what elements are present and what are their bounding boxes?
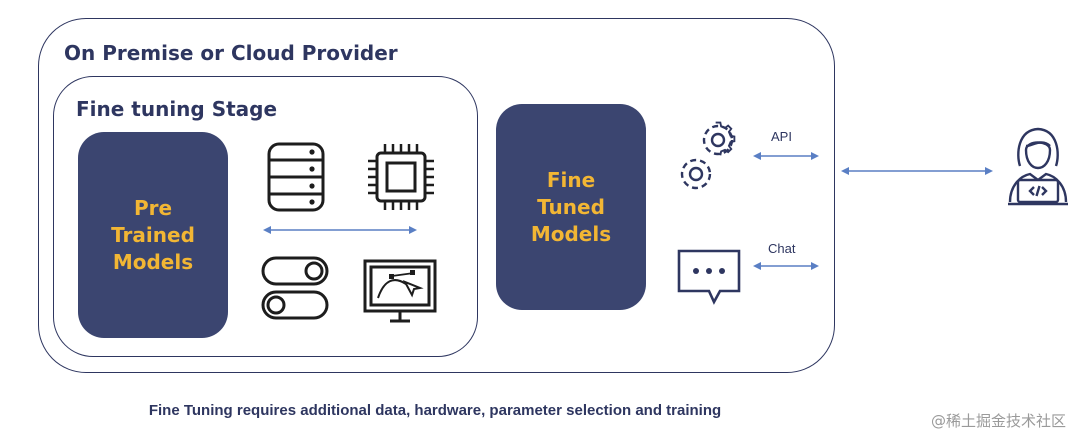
- cloud-provider-title: On Premise or Cloud Provider: [64, 41, 398, 65]
- gears-icon: [680, 121, 736, 190]
- cpu-chip-icon: [368, 144, 434, 210]
- api-double-arrow: [753, 152, 819, 160]
- fine-tuned-models-box: Fine Tuned Models: [496, 104, 646, 310]
- fine-tuned-line-1: Fine: [546, 167, 596, 192]
- pre-trained-line-1: Pre: [133, 195, 173, 220]
- fine-tuning-stage-title: Fine tuning Stage: [76, 97, 278, 121]
- monitor-curve-icon: [363, 259, 437, 323]
- chat-double-arrow: [753, 262, 819, 270]
- stage-double-arrow: [263, 226, 417, 234]
- user-double-arrow: [841, 167, 993, 175]
- chat-bubble-icon: [677, 249, 741, 305]
- fine-tuned-line-3: Models: [530, 221, 612, 246]
- cloud-provider-container: [38, 18, 835, 373]
- pre-trained-line-2: Trained: [111, 222, 195, 247]
- database-icon: [267, 142, 325, 212]
- diagram-caption: Fine Tuning requires additional data, ha…: [148, 402, 722, 419]
- pre-trained-line-3: Models: [112, 249, 194, 274]
- pre-trained-models-box: Pre Trained Models: [78, 132, 228, 338]
- watermark: @稀土掘金技术社区: [930, 412, 1066, 430]
- api-label: API: [771, 129, 792, 144]
- developer-user-icon: [1008, 127, 1068, 206]
- fine-tuning-stage-container: [53, 76, 478, 357]
- fine-tuned-line-2: Tuned: [537, 194, 605, 219]
- toggle-switches-icon: [261, 256, 329, 320]
- chat-label: Chat: [768, 241, 796, 256]
